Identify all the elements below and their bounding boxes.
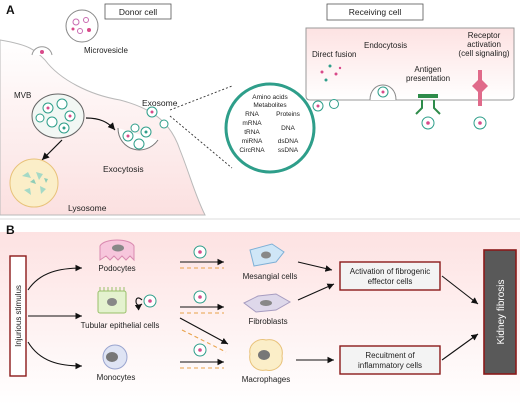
direct-fusion-particles	[320, 64, 342, 82]
activation-to-fibrosis-arrow	[441, 275, 479, 305]
kidney-fibrosis-box	[483, 249, 517, 375]
recruitment-box	[339, 345, 441, 375]
exocytosis-pocket	[117, 123, 159, 151]
lysosome	[9, 158, 59, 208]
mesangial-to-activation-arrow	[297, 261, 333, 272]
recruitment-to-fibrosis-arrow	[441, 333, 479, 361]
activation-label-1: Activation of fibrogenic	[350, 267, 431, 276]
injurious-stimulus-box	[9, 255, 27, 377]
stimulus-to-monocytes-arrow	[27, 341, 83, 370]
cargo-rna: RNA	[245, 111, 259, 118]
signaling-receptor	[472, 70, 488, 130]
fibroblast-to-activation-arrow	[297, 283, 335, 301]
recruitment-label-2: inflammatory cells	[358, 361, 422, 370]
exosome-cargo-circle: Amino acids Metabolites RNA mRNA tRNA mi…	[224, 82, 316, 174]
cargo-metabolites: Metabolites	[253, 102, 287, 109]
fusing-exosome-cargo	[316, 104, 320, 108]
direct-fusion-label: Direct fusion	[312, 50, 356, 59]
endocytosed-exosome-cargo	[381, 90, 385, 94]
receptor-label-1: Receptor	[468, 31, 501, 40]
cargo-proteins: Proteins	[276, 111, 301, 118]
receiving-cell-label: Receiving cell	[349, 7, 402, 17]
activation-label-2: effector cells	[368, 277, 413, 286]
mvb-to-lysosome-arrow	[41, 139, 63, 161]
kidney-fibrosis-label: Kidney fibrosis	[496, 279, 507, 344]
cargo-mirna: miRNA	[242, 138, 263, 145]
cargo-trna: tRNA	[244, 129, 260, 136]
recruitment-label-1: Recuitment of	[365, 351, 415, 360]
antigen-label-2: presentation	[406, 74, 450, 83]
macrophages-label: Macrophages	[242, 375, 290, 384]
microvesicle	[65, 9, 99, 43]
donor-cell-box	[104, 3, 172, 20]
injurious-stimulus-label: Injurious stimulus	[14, 285, 23, 347]
budding-cargo	[40, 50, 44, 54]
fibroblast-cell	[243, 293, 292, 313]
panel-b: B Injurious stimulus Podocytes Tubular e…	[0, 223, 520, 405]
cargo-circrna: CircRNA	[239, 147, 265, 154]
cargo-amino-acids: Amino acids	[252, 94, 288, 101]
donor-cell-label: Donor cell	[119, 7, 157, 17]
tubular-label: Tubular epithelial cells	[81, 321, 160, 330]
tubular-loop-arrow	[134, 297, 143, 311]
mvb-to-exocytosis-arrow	[85, 117, 116, 131]
receiving-cell-box	[326, 3, 424, 21]
cargo-dna: DNA	[281, 125, 295, 132]
macrophage-cell	[249, 339, 283, 371]
receiving-cell-body	[305, 27, 515, 101]
podocytes-label: Podocytes	[98, 264, 135, 273]
panel-a: A Donor cell Microvesicle MVB	[0, 3, 515, 216]
panel-b-letter: B	[6, 223, 15, 237]
monocyte-to-macrophage-transfer	[180, 343, 224, 369]
lysosome-label: Lysosome	[68, 203, 107, 213]
panel-a-letter: A	[6, 3, 15, 17]
tubular-epithelial-cell	[97, 287, 127, 314]
podocyte-to-mesangial-transfer	[180, 245, 224, 269]
microvesicle-label: Microvesicle	[84, 46, 129, 55]
exosome-label: Exosome	[142, 98, 178, 108]
released-exosome-cargo	[150, 110, 154, 114]
activation-box	[339, 261, 441, 291]
tubular-to-fibroblast-transfer	[180, 290, 224, 314]
mesangial-cell	[249, 243, 285, 267]
cargo-mrna: mRNA	[242, 120, 262, 127]
receptor-label-2: activation	[467, 40, 501, 49]
endocytosis-label: Endocytosis	[364, 41, 407, 50]
fusing-exosome	[329, 99, 339, 109]
monocyte-cell	[102, 344, 128, 370]
monocytes-label: Monocytes	[97, 373, 136, 382]
receptor-label-3: (cell signaling)	[458, 49, 509, 58]
tubular-to-macrophage-arrow	[179, 317, 229, 345]
zoom-line-top	[169, 85, 233, 111]
stimulus-to-podocytes-arrow	[27, 264, 83, 291]
exocytosis-label: Exocytosis	[103, 164, 144, 174]
podocyte-cell	[99, 239, 135, 262]
tubular-exosome-cargo	[148, 299, 152, 303]
macrophage-to-tubular-dashed	[181, 329, 227, 353]
cargo-ssdna: ssDNA	[278, 147, 299, 154]
antigen-receptor	[415, 94, 441, 130]
zoom-line-bottom	[169, 115, 233, 169]
mvb-label: MVB	[14, 91, 31, 100]
cargo-dsdna: dsDNA	[278, 138, 299, 145]
antigen-label-1: Antigen	[414, 65, 441, 74]
fibroblasts-label: Fibroblasts	[248, 317, 287, 326]
mesangial-label: Mesangial cells	[243, 272, 298, 281]
mvb	[31, 93, 85, 139]
released-exosome	[159, 119, 169, 129]
